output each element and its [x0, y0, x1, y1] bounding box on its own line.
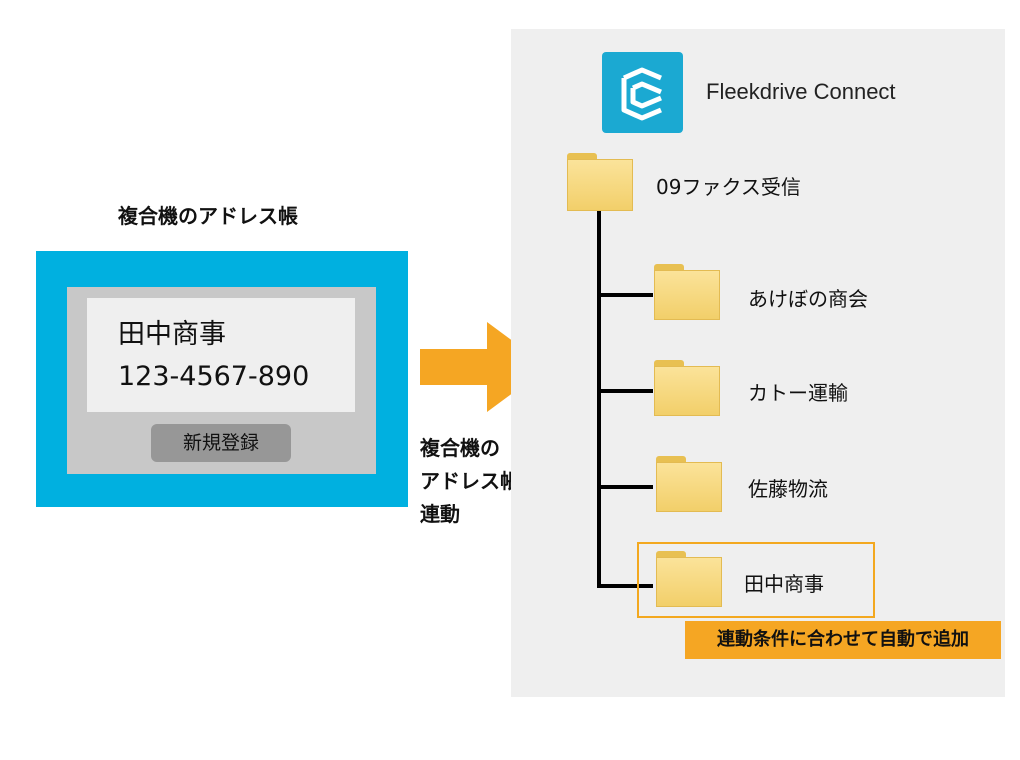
folder-icon[interactable] [656, 456, 722, 512]
address-entry-card [87, 298, 355, 412]
new-folder-highlight [637, 542, 875, 618]
tree-trunk-line [597, 210, 601, 588]
root-folder-label[interactable]: 09ファクス受信 [656, 175, 801, 199]
brand-name: Fleekdrive Connect [706, 79, 896, 104]
entry-phone: 123-4567-890 [118, 361, 310, 392]
tree-branch-line [597, 293, 653, 297]
folder-icon[interactable] [567, 153, 633, 211]
fleekdrive-panel [511, 29, 1005, 697]
folder-icon[interactable] [654, 360, 720, 416]
folder-icon[interactable] [654, 264, 720, 320]
subfolder-label[interactable]: カトー運輸 [748, 381, 848, 405]
sync-label-line1: 複合機の [420, 436, 500, 460]
subfolder-label[interactable]: あけぼの商会 [748, 287, 868, 311]
subfolder-label[interactable]: 田中商事 [744, 572, 824, 596]
folder-icon[interactable] [656, 551, 722, 607]
entry-name: 田中商事 [118, 319, 226, 350]
tree-branch-line [597, 485, 653, 489]
tree-branch-line [597, 584, 653, 588]
sync-label-line3: 連動 [420, 502, 460, 526]
sync-label: 複合機の アドレス帳と 連動 [420, 432, 590, 531]
fleekdrive-logo-icon [602, 52, 683, 133]
register-button[interactable]: 新規登録 [151, 424, 291, 462]
subfolder-label[interactable]: 佐藤物流 [748, 477, 828, 501]
tree-branch-line [597, 389, 653, 393]
address-book-title: 複合機のアドレス帳 [118, 204, 298, 228]
auto-add-note: 連動条件に合わせて自動で追加 [685, 621, 1001, 659]
